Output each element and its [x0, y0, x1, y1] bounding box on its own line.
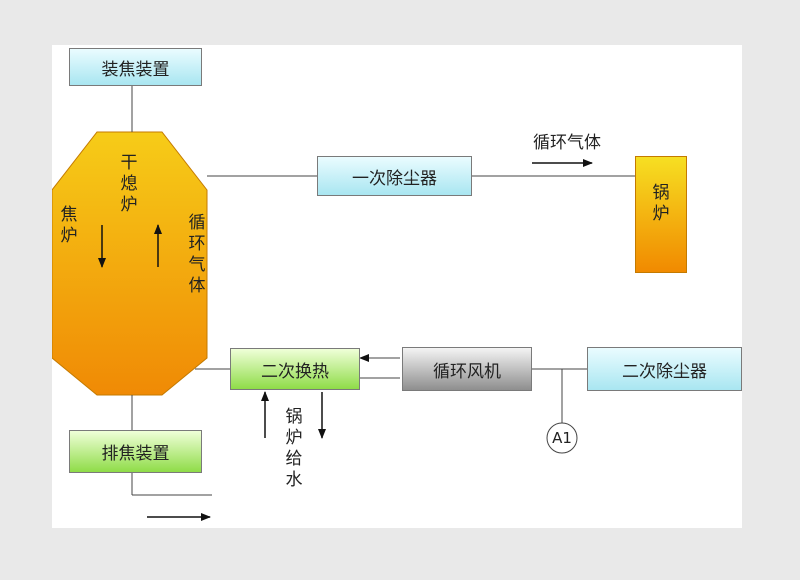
circulating-fan-box: 循环风机 — [402, 347, 532, 391]
secondary-heat-exchanger-label: 二次换热 — [261, 361, 329, 382]
circulating-fan-label: 循环风机 — [433, 361, 501, 382]
charging-device-label: 装焦装置 — [101, 59, 170, 80]
primary-dust-collector-box: 一次除尘器 — [317, 156, 472, 196]
boiler-feed-water-label: 锅炉给水 — [285, 407, 303, 490]
discharge-device-label: 排焦装置 — [101, 444, 170, 464]
coke-oven-label: 焦炉 — [60, 205, 78, 246]
secondary-dust-collector-label: 二次除尘器 — [622, 361, 707, 382]
secondary-dust-collector-box: 二次除尘器 — [587, 347, 742, 391]
secondary-heat-exchanger-box: 二次换热 — [230, 348, 360, 390]
meter-circle — [546, 422, 578, 454]
meter-label: A1 — [552, 429, 572, 447]
charging-device-box: 装焦装置 — [69, 48, 202, 86]
primary-dust-collector-label: 一次除尘器 — [352, 168, 437, 189]
dryer-label: 干熄炉 — [120, 153, 138, 215]
circulating-gas-arrow-label: 循环气体 — [533, 132, 601, 153]
circulating-gas-inner-label: 循环气体 — [188, 213, 206, 296]
dryer-furnace-shape — [52, 131, 208, 396]
discharge-device-box: 排焦装置 — [69, 430, 202, 473]
boiler-box: 锅炉 — [635, 156, 687, 273]
connector-layer — [52, 85, 635, 521]
boiler-label: 锅炉 — [652, 183, 670, 224]
diagram-canvas: 装焦装置 一次除尘器 锅炉 二次换热 循环风机 二次除尘器 排焦装置 干熄炉 焦… — [52, 45, 742, 528]
